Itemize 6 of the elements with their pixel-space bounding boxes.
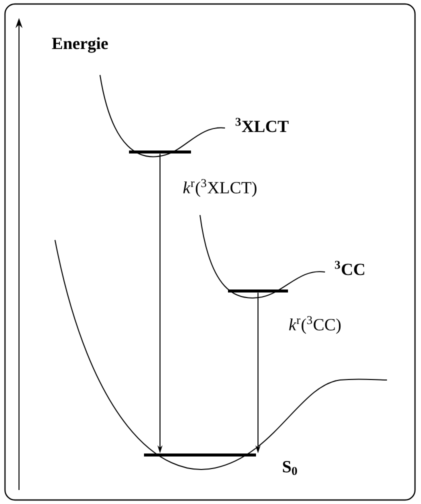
state-label: $^{3}$CC <box>334 260 364 276</box>
edge-label: k$^{r}$($^{3}$XLCT) <box>182 178 258 198</box>
axis-label: Energie <box>52 37 108 53</box>
state-label: $^{3}$XLCT <box>236 118 289 132</box>
edge-label: k$^{r}$($^{3}$CC) <box>288 315 342 335</box>
state-label: S$_{0}$ <box>282 461 297 475</box>
